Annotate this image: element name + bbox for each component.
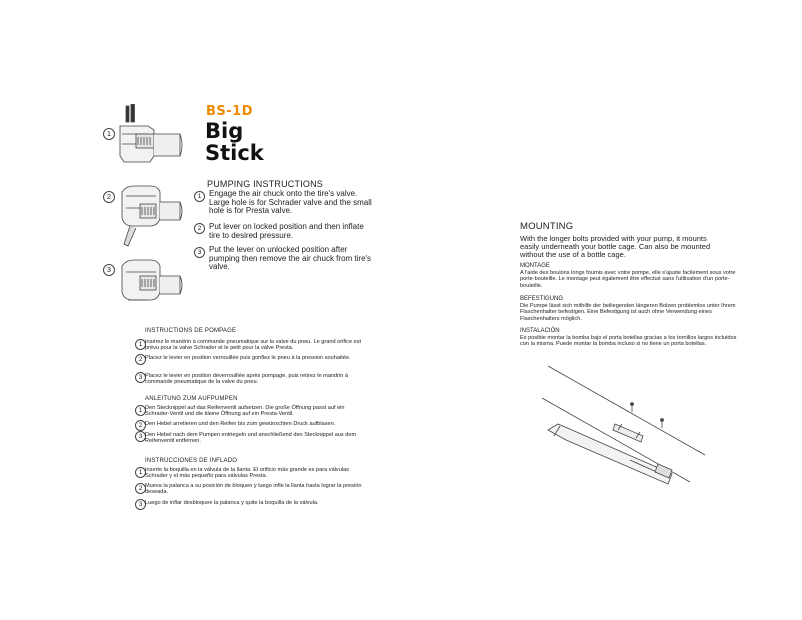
pump-head-illustration-1: [119, 125, 183, 163]
spanish-step-3: Luego de inflar desbloquee la palanca y …: [145, 500, 319, 506]
german-step-3: Den Hebel nach dem Pumpen entriegeln und…: [145, 432, 357, 445]
befestigung-heading: BEFESTIGUNG: [520, 296, 564, 302]
montage-heading: MONTAGE: [520, 263, 550, 269]
step-number: 1: [135, 467, 146, 478]
german-step-1: Den Stecknippel auf das Reifenventil auf…: [145, 405, 345, 418]
mounting-illustration: [541, 365, 706, 485]
step-number: 3: [194, 247, 205, 258]
pump-head-illustration-2: [121, 185, 183, 247]
bottle-cage-illustration: [612, 423, 644, 443]
step-number: 1: [135, 405, 146, 416]
pump-head-illustration-3: [121, 259, 183, 301]
pumping-step-2: Put lever on locked position and then in…: [209, 222, 364, 240]
step-number: 2: [194, 223, 205, 234]
french-step-3: Placez le levier en position déverrouill…: [145, 373, 349, 386]
mounting-text: With the longer bolts provided with your…: [520, 234, 711, 259]
french-heading: INSTRUCTIONS DE POMPAGE: [145, 328, 237, 334]
befestigung-text: Die Pumpe lässt sich mithilfe der beilie…: [520, 303, 736, 322]
step-number: 3: [135, 372, 146, 383]
figure-marker-3: 3: [103, 264, 115, 276]
german-step-2: Den Hebel arretieren und den Reifen bis …: [145, 421, 336, 427]
german-heading: ANLEITUNG ZUM AUFPUMPEN: [145, 396, 238, 402]
bolt-illustration: [630, 402, 664, 428]
montage-text: A l'aide des boulons longs fournis avec …: [520, 270, 736, 289]
spanish-heading: INSTRUCCIONES DE INFLADO: [145, 458, 238, 464]
step-number: 1: [135, 339, 146, 350]
french-step-1: Insérez le mandrin à commande pneumatiqu…: [145, 339, 362, 352]
step-number: 2: [135, 354, 146, 365]
step-number: 3: [135, 431, 146, 442]
step-number: 3: [135, 499, 146, 510]
spanish-step-1: Inserte la boquilla en la válvula de la …: [145, 467, 349, 480]
product-title-line1: Big: [205, 119, 244, 143]
figure-marker-1: 1: [103, 128, 115, 140]
pumping-instructions-heading: PUMPING INSTRUCTIONS: [207, 179, 324, 189]
frame-tube-top: [547, 365, 706, 456]
model-number: BS-1D: [206, 104, 254, 119]
figure-marker-2: 2: [103, 191, 115, 203]
pumping-step-3: Put the lever on unlocked position after…: [209, 245, 372, 272]
pump-illustration: [547, 423, 673, 485]
pump-head-illustrations: [119, 104, 183, 301]
valve-stems-illustration: [125, 104, 135, 123]
step-number: 1: [194, 191, 205, 202]
product-title-line2: Stick: [205, 141, 264, 165]
instalacion-text: Es posible montar la bomba bajo el porta…: [520, 335, 737, 348]
step-number: 2: [135, 420, 146, 431]
step-number: 2: [135, 483, 146, 494]
mounting-heading: MOUNTING: [520, 221, 574, 232]
spanish-step-2: Mueva la palanca a su posición de bloque…: [145, 483, 362, 496]
french-step-2: Placez le levier en position verrouillée…: [145, 355, 351, 361]
instalacion-heading: INSTALACIÓN: [520, 328, 560, 334]
pumping-step-1: Engage the air chuck onto the tire's val…: [209, 189, 372, 216]
